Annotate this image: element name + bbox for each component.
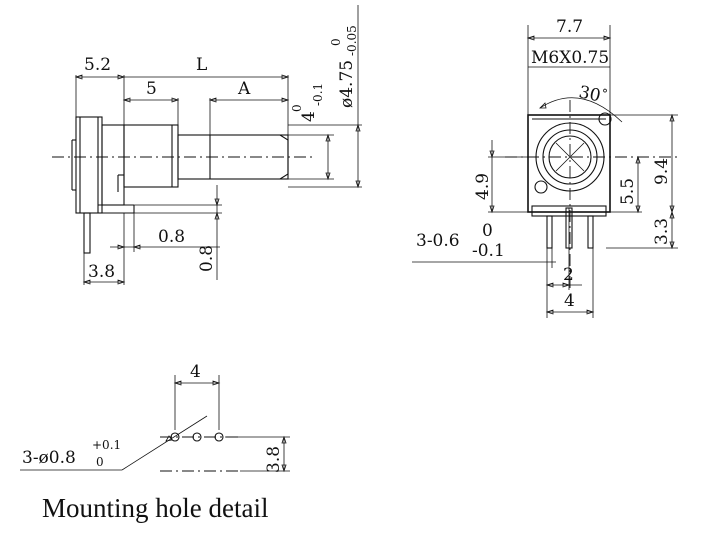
- dim-L: L: [196, 55, 207, 75]
- side-view: 5.2 L 5 A 0 4 -0.1 0 ø4.75: [52, 5, 362, 285]
- hole-label: 3-ø0.8: [22, 448, 76, 468]
- dim-3-3: 3.3: [652, 218, 672, 245]
- pin-right: [587, 215, 594, 249]
- hole-dim-4: 4: [190, 362, 201, 382]
- dim-A: A: [237, 79, 251, 99]
- dim-5-2: 5.2: [84, 55, 111, 75]
- pot-body: [101, 124, 125, 206]
- terminal-pin: [83, 212, 91, 254]
- pin-tol-upper: 0: [482, 221, 493, 241]
- hole-tol-lower: 0: [96, 455, 104, 469]
- dim-4: 4: [299, 111, 319, 122]
- dim-2: 2: [563, 265, 574, 285]
- front-view: 7.7 M6X0.75 30 ° 4.9 5.5 9.4: [412, 17, 680, 318]
- angle-30: 30: [577, 82, 602, 106]
- dim-4-front: 4: [564, 291, 575, 311]
- dim-4-9: 4.9: [473, 173, 493, 200]
- pin-tol-lower: -0.1: [472, 241, 505, 261]
- dim-4-tol-upper: 0: [290, 104, 304, 112]
- hole-tol-upper: +0.1: [92, 438, 121, 452]
- angle-degree: °: [602, 87, 608, 101]
- caption: Mounting hole detail: [42, 493, 268, 523]
- hole-dim-3-8: 3.8: [264, 446, 284, 473]
- dim-0-8-v: 0.8: [197, 245, 217, 272]
- dim-7-7: 7.7: [556, 17, 583, 37]
- bushing: [123, 124, 179, 188]
- thread-label: M6X0.75: [531, 48, 609, 68]
- dim-0-8-h: 0.8: [158, 227, 185, 247]
- dim-dia-tol-upper: 0: [329, 38, 343, 46]
- dim-4-tol-lower: -0.1: [311, 83, 325, 106]
- hole-detail: 4 3-ø0.8 +0.1 0 3.8 Mounting hole detail: [20, 362, 290, 523]
- pin-left: [546, 215, 553, 249]
- dim-5: 5: [146, 79, 157, 99]
- pin-label: 3-0.6: [416, 231, 460, 251]
- dim-dia-tol-lower: -0.05: [345, 25, 359, 56]
- locating-hole-right: [598, 112, 612, 126]
- dim-9-4: 9.4: [652, 158, 672, 185]
- dim-dia-4-75: ø4.75: [337, 60, 357, 108]
- locating-hole-left: [534, 180, 548, 194]
- dim-3-8: 3.8: [88, 262, 115, 282]
- dim-5-5: 5.5: [618, 178, 638, 205]
